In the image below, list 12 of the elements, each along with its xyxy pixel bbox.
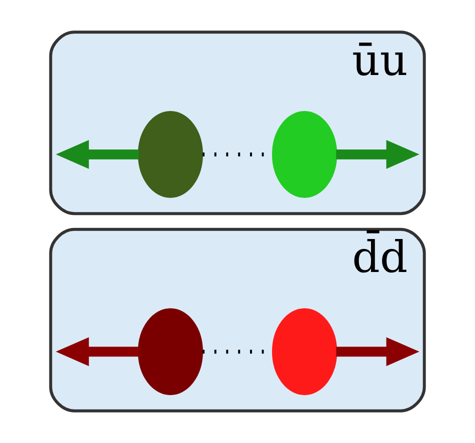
node-circle — [138, 308, 203, 396]
arrow — [56, 140, 139, 169]
node-label: ūu — [352, 36, 408, 86]
arrow — [336, 140, 420, 169]
node-circle — [138, 111, 203, 198]
node-circle — [272, 308, 338, 396]
arrow — [336, 337, 420, 366]
node-label: d̄d — [352, 232, 408, 283]
arrow — [56, 337, 139, 366]
node-circle — [272, 111, 338, 198]
cluster — [49, 30, 426, 216]
cluster — [49, 228, 426, 412]
